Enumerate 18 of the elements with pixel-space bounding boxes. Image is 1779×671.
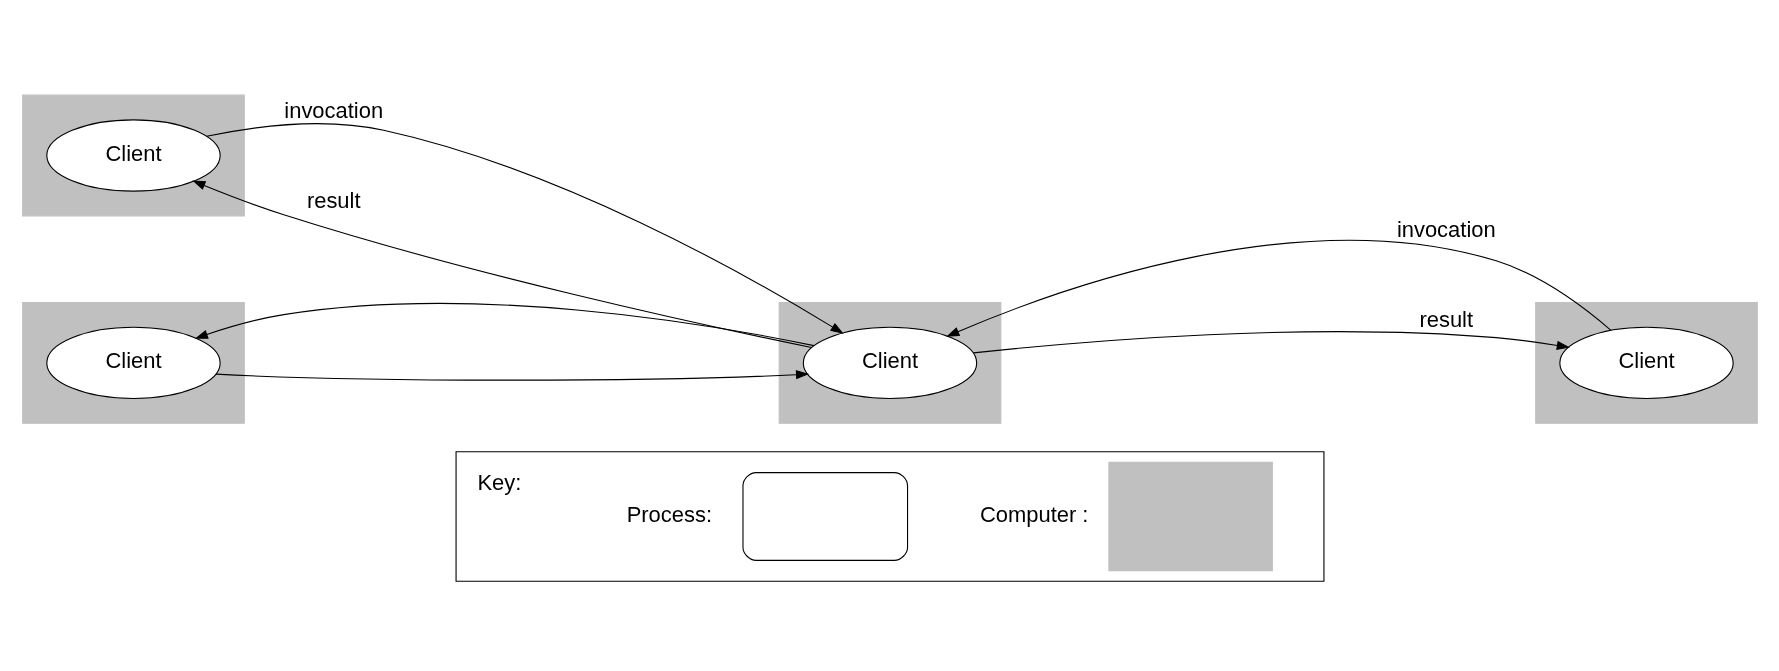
node-ellipse: Client (1558, 326, 1734, 399)
arrow (205, 122, 844, 334)
arrow (191, 180, 812, 348)
cluster (778, 301, 1001, 424)
arrow (945, 239, 1612, 337)
cluster (1534, 301, 1758, 424)
legend-label: Computer : (979, 501, 1088, 527)
edge-label: invocation (283, 97, 383, 123)
edge-label: result (1418, 306, 1473, 332)
label: Key: (476, 469, 521, 495)
legend-label: Process: (626, 501, 712, 527)
arrow (972, 330, 1570, 353)
cluster (21, 301, 245, 424)
arrow (215, 369, 809, 381)
edge-label: invocation (1396, 216, 1496, 242)
arrow (194, 302, 814, 346)
edge-label: result (306, 187, 361, 213)
cluster (21, 94, 245, 216)
